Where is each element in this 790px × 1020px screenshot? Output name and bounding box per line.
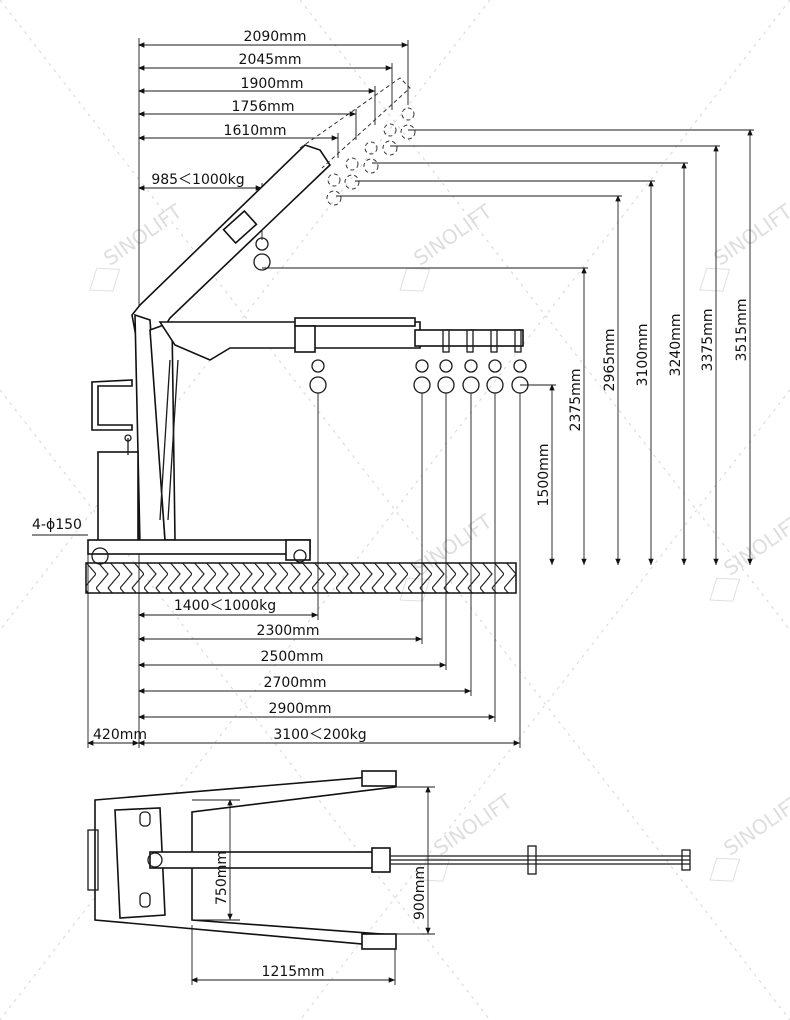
watermark-logo-5: SINOLIFT [709,509,790,602]
inner-width-label: 750mm [214,851,230,905]
height-label-1: 1500mm [536,444,552,507]
height-label-4: 3100mm [635,324,651,387]
reach-label-1: 2090mm [244,29,307,45]
svg-text:SINOLIFT: SINOLIFT [719,509,790,581]
bottom-reach-dimensions: 1400＜1000kg 2300mm 2500mm 2700mm 2900mm … [87,393,521,748]
height-label-6: 3375mm [700,309,716,372]
svg-text:SINOLIFT: SINOLIFT [99,199,187,271]
lower-reach-label-1: 1400＜1000kg [174,598,276,614]
svg-text:SINOLIFT: SINOLIFT [409,199,497,271]
height-label-3: 2965mm [602,329,618,392]
rear-offset-label: 420mm [93,727,147,743]
lower-reach-label-3: 2500mm [261,649,324,665]
svg-text:SINOLIFT: SINOLIFT [429,789,517,861]
watermark-logo-2: SINOLIFT [399,199,497,292]
height-label-7: 3515mm [734,299,750,362]
ground-hatch [85,562,517,594]
height-label-5: 3240mm [668,314,684,377]
reach-label-2: 2045mm [239,52,302,68]
lower-reach-label-4: 2700mm [264,675,327,691]
reach-label-5: 1610mm [224,123,287,139]
outer-width-label: 900mm [412,866,428,920]
height-label-2: 2375mm [568,369,584,432]
lower-reach-label-5: 2900mm [269,701,332,717]
leg-length-label: 1215mm [262,964,325,980]
svg-text:SINOLIFT: SINOLIFT [719,789,790,861]
lower-reach-label-2: 2300mm [257,623,320,639]
watermark-logo-7: SINOLIFT [709,789,790,882]
watermark-logo-3: SINOLIFT [699,199,790,292]
crane-mast [91,313,179,546]
wheel-size-label: 4-ϕ150 [32,517,82,533]
top-reach-dimensions: 2090mm 2045mm 1900mm 1756mm 1610mm 985＜1… [138,29,409,240]
svg-text:SINOLIFT: SINOLIFT [709,199,790,271]
reach-label-4: 1756mm [232,99,295,115]
height-dimensions: 1500mm 2375mm 2965mm 3100mm 3240mm 3375m… [262,129,754,565]
reach-label-6: 985＜1000kg [151,172,244,188]
lower-reach-label-6: 3100＜200kg [273,727,366,743]
chassis [87,539,311,565]
boom-horizontal [158,317,529,394]
reach-label-3: 1900mm [241,76,304,92]
top-view: 750mm 900mm 1215mm [87,770,691,985]
